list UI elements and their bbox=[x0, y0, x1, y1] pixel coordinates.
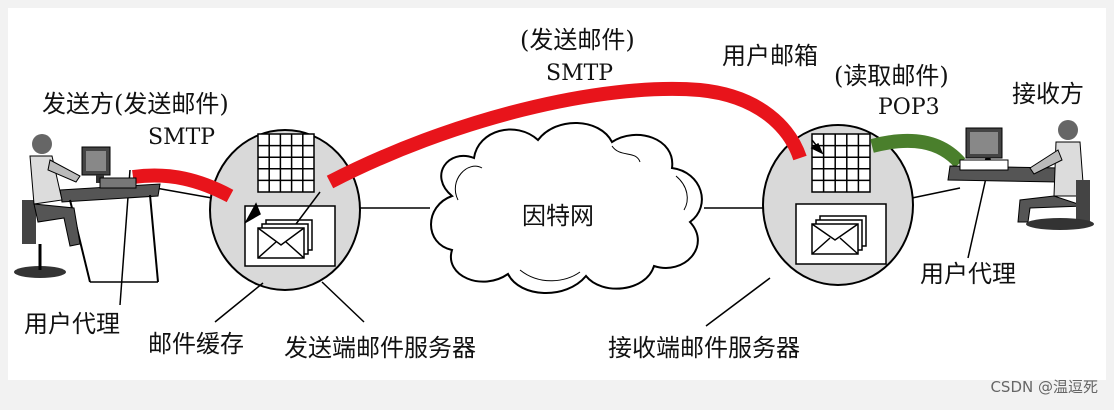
smtp-path-server-to-server bbox=[326, 81, 807, 189]
send-server-grid bbox=[257, 133, 315, 193]
label-read-action: (读取邮件) bbox=[834, 62, 949, 90]
watermark: CSDN @温逗死 bbox=[990, 378, 1098, 396]
receiver-user-figure bbox=[947, 120, 1094, 230]
label-internet: 因特网 bbox=[522, 202, 594, 230]
label-sender: 发送方(发送邮件) bbox=[42, 90, 229, 118]
smtp-paths bbox=[132, 81, 807, 203]
pop3-path bbox=[870, 133, 966, 168]
internet-cloud bbox=[430, 122, 703, 294]
recv-server bbox=[762, 124, 914, 286]
sender-user-figure bbox=[14, 134, 161, 283]
label-recv-server: 接收端邮件服务器 bbox=[608, 334, 800, 362]
network-links bbox=[149, 186, 961, 209]
label-mail-buffer: 邮件缓存 bbox=[148, 330, 244, 358]
diagram-labels: 发送方(发送邮件) SMTP (发送邮件) SMTP 用户邮箱 (读取邮件) P… bbox=[24, 26, 1084, 362]
send-server bbox=[209, 129, 361, 291]
envelope-icon bbox=[811, 215, 867, 255]
smtp-path-agent-to-server bbox=[132, 168, 234, 203]
label-receiver: 接收方 bbox=[1012, 80, 1084, 108]
recv-server-grid bbox=[811, 133, 871, 193]
label-user-agent-left: 用户代理 bbox=[24, 310, 120, 338]
envelope-icon bbox=[257, 219, 313, 259]
label-user-agent-right: 用户代理 bbox=[920, 260, 1016, 288]
label-mailbox: 用户邮箱 bbox=[722, 42, 818, 70]
label-top-action: (发送邮件) bbox=[520, 26, 635, 54]
label-top-protocol: SMTP bbox=[546, 61, 613, 86]
label-sender-protocol: SMTP bbox=[148, 125, 215, 150]
label-send-server: 发送端邮件服务器 bbox=[284, 334, 476, 362]
label-read-protocol: POP3 bbox=[878, 95, 940, 120]
